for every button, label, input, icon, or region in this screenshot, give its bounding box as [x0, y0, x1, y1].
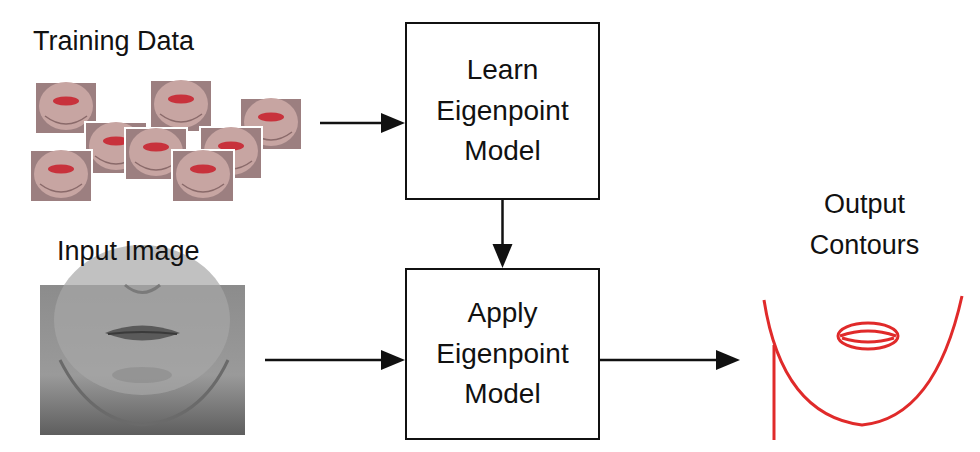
box-label: Learn Eigenpoint Model	[417, 50, 588, 172]
arrow-shaft	[501, 200, 504, 248]
image-caption: Output Contours	[784, 184, 945, 265]
thumb-chin	[182, 184, 224, 192]
thumb-skin	[154, 80, 208, 128]
arrowhead	[381, 113, 405, 133]
arrowhead	[381, 350, 405, 370]
process-box: Apply Eigenpoint Model	[405, 268, 600, 440]
image-caption: Training Data	[33, 21, 312, 62]
flow-arrow	[320, 113, 405, 133]
thumb-lips	[168, 95, 194, 104]
arrow-shaft	[265, 359, 385, 362]
thumb-lips	[190, 165, 216, 174]
box-label: Apply Eigenpoint Model	[417, 293, 588, 415]
face-thumbnail	[172, 150, 234, 202]
process-box: Learn Eigenpoint Model	[405, 22, 600, 200]
thumb-lips	[258, 113, 284, 122]
arrowhead	[716, 350, 740, 370]
thumb-skin	[176, 150, 230, 198]
flow-arrow	[493, 200, 513, 268]
thumb-frame	[172, 150, 234, 202]
arrow-shaft	[320, 122, 385, 125]
thumb-frame	[30, 150, 92, 202]
thumb-lips	[48, 165, 74, 174]
face-thumbnail	[30, 150, 92, 202]
flow-arrow	[600, 350, 740, 370]
output-contour-drawing	[764, 296, 962, 440]
arrowhead	[493, 244, 513, 268]
image-panel: Input Image	[35, 225, 265, 440]
input-face-image	[40, 245, 245, 435]
image-panel: Output Contours	[740, 180, 975, 445]
thumb-chin	[45, 116, 87, 124]
thumb-chin	[40, 184, 82, 192]
image-caption: Input Image	[57, 231, 243, 272]
thumb-chin	[160, 114, 202, 122]
training-face-collage	[30, 80, 302, 202]
thumb-skin	[34, 150, 88, 198]
thumb-frame	[150, 80, 212, 132]
image-panel: Training Data	[25, 15, 320, 215]
thumb-chin	[135, 162, 177, 170]
face-thumbnail	[150, 80, 212, 132]
flow-arrow	[265, 350, 405, 370]
arrow-shaft	[600, 359, 720, 362]
thumb-lips	[143, 143, 169, 152]
thumb-lips	[53, 97, 79, 106]
